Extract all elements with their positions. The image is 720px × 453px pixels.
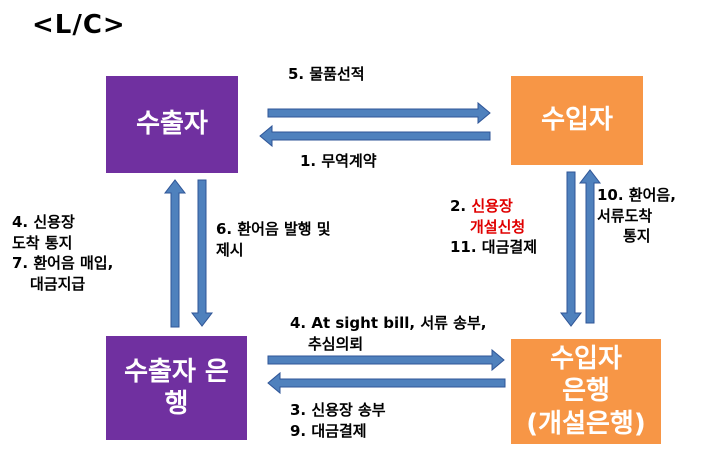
arrow-lc-application — [559, 171, 583, 327]
step-draft-purchase-line2: 대금지급 — [30, 275, 86, 294]
importer-label: 수입자 — [541, 105, 613, 136]
step-docs-arrival-line1: 10. 환어음, — [597, 186, 676, 204]
step-lc-arrival-label: 4. 신용장 도착 통지 7. 환어음 매입, 대금지급 — [12, 212, 113, 295]
step-lc-application-text2: 개설신청 — [470, 217, 526, 236]
step-lc-application-prefix: 2. — [450, 197, 472, 215]
step-draft-issue-line2: 제시 — [216, 240, 244, 259]
step-lc-application-label: 2. 신용장 개설신청 11. 대금결제 — [450, 196, 537, 258]
page-title: <L/C> — [32, 10, 126, 40]
step-draft-issue-line1: 6. 환어음 발행 및 — [216, 220, 331, 238]
step-lc-arrival-line1: 4. 신용장 — [12, 213, 75, 231]
step-lc-application-line1: 2. 신용장 — [450, 196, 537, 217]
step-draft-purchase-line1: 7. 환어음 매입, — [12, 254, 114, 273]
exporter-bank-label-line1: 수출자 은 — [124, 356, 229, 387]
arrow-shipment — [267, 101, 491, 125]
step-draft-issue-label: 6. 환어음 발행 및 제시 — [216, 219, 331, 260]
arrow-payment-to-exporter — [163, 179, 187, 328]
arrow-trade-contract — [259, 124, 491, 148]
step-docs-arrival-line2: 서류도착 — [597, 206, 653, 225]
step-payment-importer: 11. 대금결제 — [450, 238, 537, 257]
step-lc-send-line1: 3. 신용장 송부 — [290, 401, 386, 419]
step-shipment-label: 5. 물품선적 — [288, 65, 365, 83]
importer-bank-box: 수입자 은행 (개설은행) — [511, 339, 661, 444]
step-payment-bank-line: 9. 대금결제 — [290, 421, 367, 440]
step-trade-contract-label: 1. 무역계약 — [300, 152, 377, 170]
arrow-lc-send — [267, 371, 506, 395]
importer-box: 수입자 — [511, 76, 643, 165]
step-sight-bill-label: 4. At sight bill, 서류 송부, 추심의뢰 — [290, 313, 486, 354]
arrow-draft-issue — [190, 179, 214, 327]
arrow-docs-arrival — [578, 169, 602, 324]
step-sight-bill-line1: 4. At sight bill, 서류 송부, — [290, 314, 487, 332]
importer-bank-label-line1: 수입자 — [550, 343, 622, 374]
importer-bank-label-line2: 은행 — [562, 376, 610, 407]
step-lc-send-label: 3. 신용장 송부 9. 대금결제 — [290, 400, 386, 441]
arrow-sight-bill — [267, 348, 505, 372]
exporter-bank-label-line2: 행 — [164, 389, 189, 419]
importer-bank-label-line3: (개설은행) — [526, 408, 646, 439]
step-lc-application-text1: 신용장 — [471, 197, 513, 215]
step-docs-arrival-line3: 통지 — [623, 227, 651, 246]
step-sight-bill-line2: 추심의뢰 — [308, 334, 364, 353]
exporter-box: 수출자 — [106, 76, 238, 173]
exporter-bank-box: 수출자 은 행 — [106, 336, 247, 440]
exporter-label: 수출자 — [136, 109, 208, 140]
step-lc-arrival-line2: 도착 통지 — [12, 233, 73, 252]
step-docs-arrival-label: 10. 환어음, 서류도착 통지 — [597, 185, 676, 247]
